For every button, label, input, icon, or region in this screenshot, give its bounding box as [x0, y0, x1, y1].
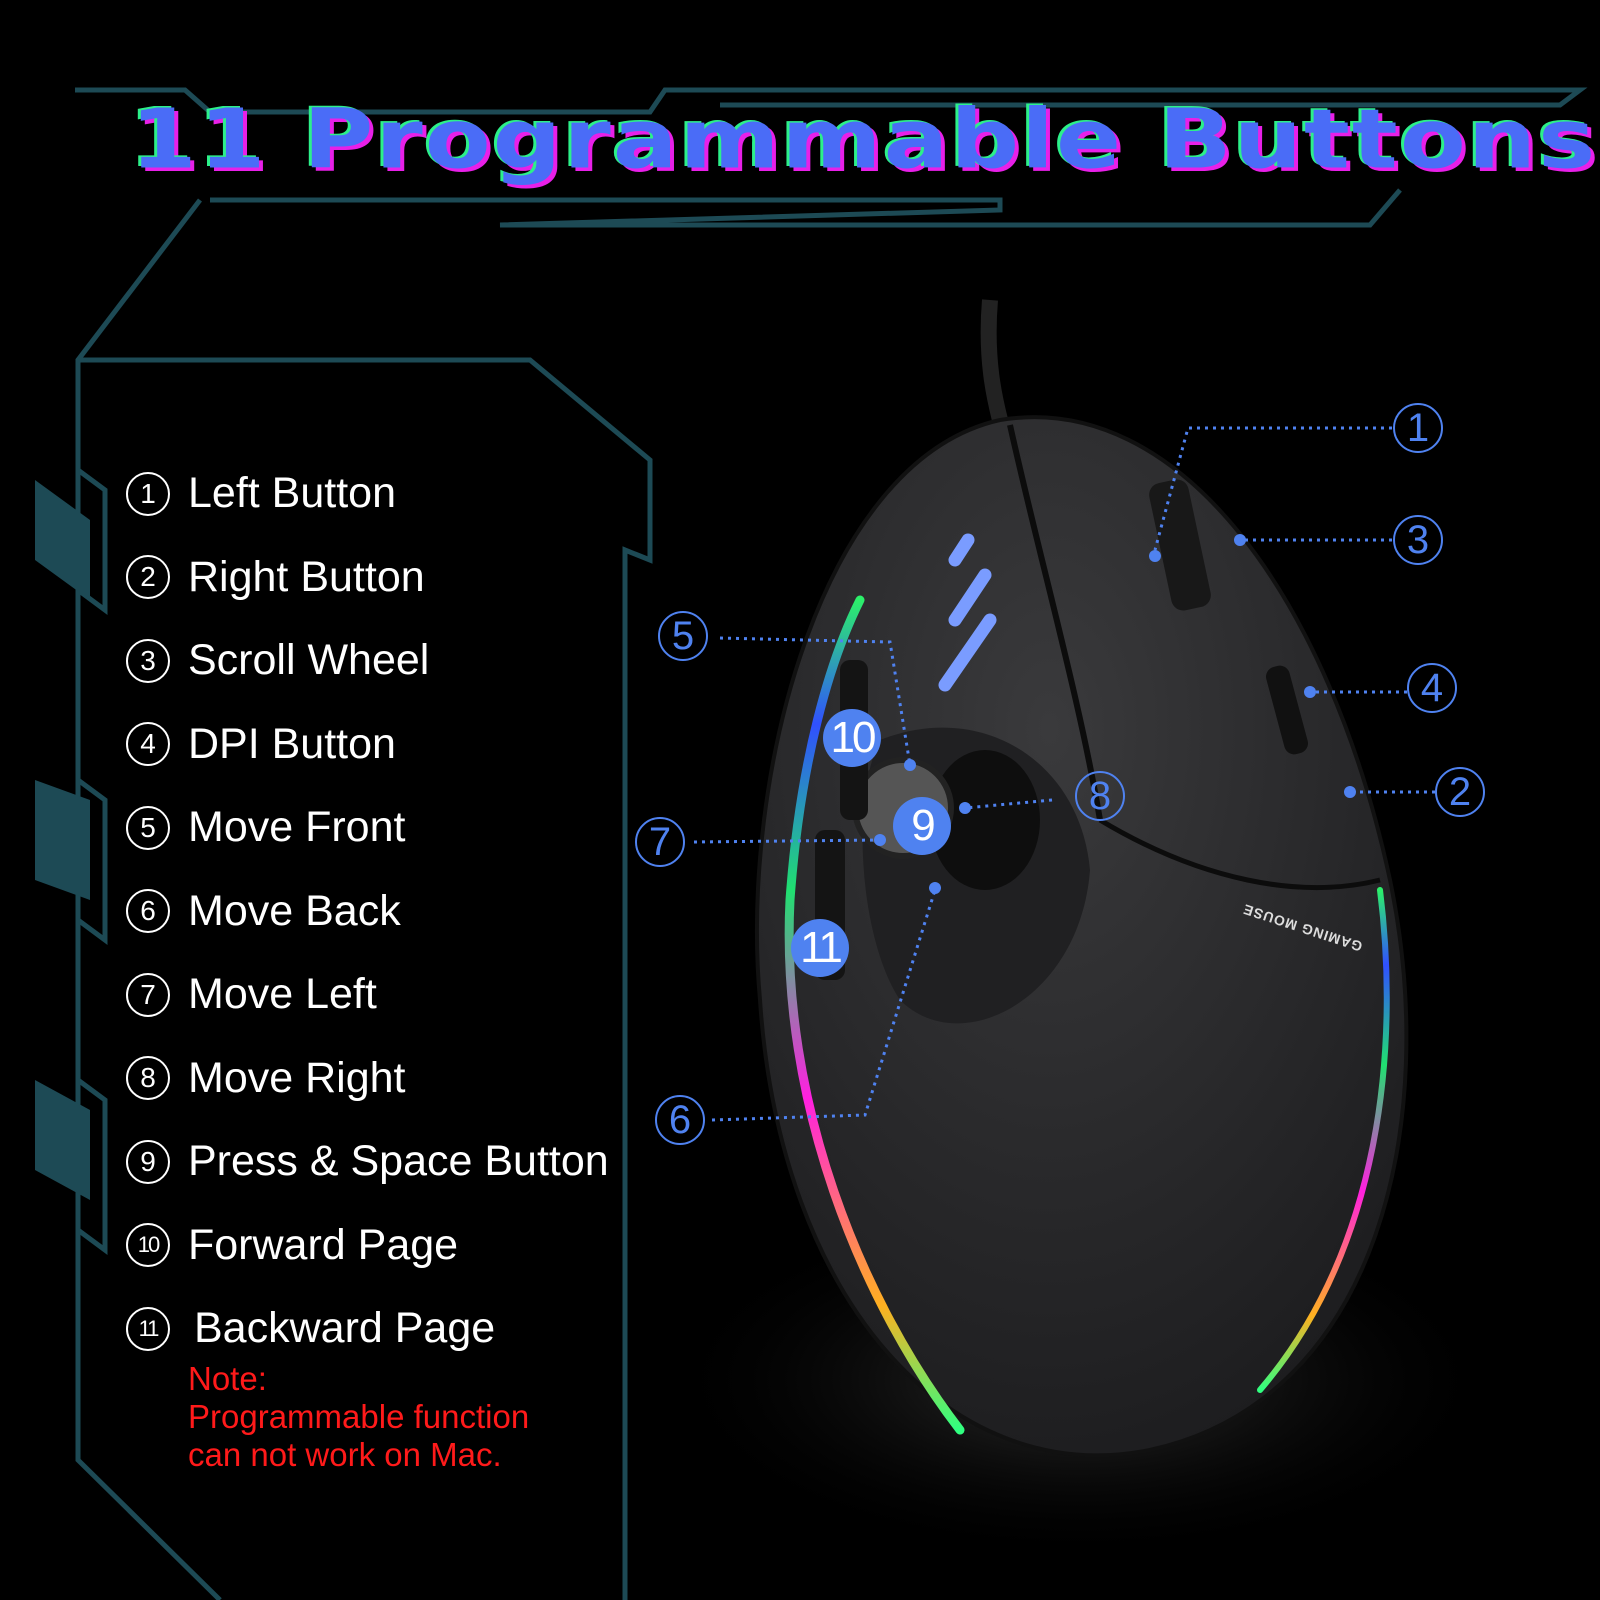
- rgb-light-strip-left: [784, 595, 965, 1435]
- page-title: 11 Programmable Buttons: [130, 92, 1598, 188]
- callout-5: 5: [658, 611, 708, 661]
- number-badge: 6: [126, 889, 170, 934]
- list-item-label: Forward Page: [188, 1220, 459, 1269]
- note-line: can not work on Mac.: [188, 1436, 502, 1473]
- note-heading: Note:: [188, 1360, 267, 1397]
- list-item: 2 Right Button: [126, 536, 609, 620]
- list-item-label: Right Button: [188, 552, 425, 601]
- note: Note: Programmable function can not work…: [188, 1360, 529, 1474]
- number-badge: 1: [126, 471, 170, 516]
- callout-3: 3: [1393, 515, 1443, 565]
- button-list: 1 Left Button 2 Right Button 3 Scroll Wheel…: [126, 452, 609, 1371]
- list-item-label: Left Button: [188, 469, 396, 518]
- number-badge: 9: [126, 1139, 170, 1184]
- list-item: 5 Move Front: [126, 786, 609, 870]
- callout-2: 2: [1435, 767, 1485, 817]
- callout-9: 9: [893, 797, 951, 855]
- list-item-label: DPI Button: [188, 719, 396, 768]
- number-badge: 10: [126, 1223, 170, 1268]
- list-item-label: Move Right: [188, 1053, 406, 1102]
- list-item-label: Move Left: [188, 970, 377, 1019]
- callout-4: 4: [1407, 663, 1457, 713]
- callout-7: 7: [635, 817, 685, 867]
- list-item: 9 Press & Space Button: [126, 1120, 609, 1204]
- callout-6: 6: [655, 1095, 705, 1145]
- callout-8: 8: [1075, 771, 1125, 821]
- number-badge: 8: [126, 1056, 170, 1101]
- number-badge: 11: [126, 1306, 170, 1351]
- list-item: 11 Backward Page: [126, 1287, 609, 1371]
- number-badge: 4: [126, 722, 170, 767]
- rgb-light-strip-right: [1257, 887, 1390, 1393]
- list-item: 8 Move Right: [126, 1037, 609, 1121]
- mouse-body: [755, 415, 1409, 1458]
- list-item: 10 Forward Page: [126, 1204, 609, 1288]
- list-item-label: Scroll Wheel: [188, 636, 430, 685]
- list-item: 4 DPI Button: [126, 703, 609, 787]
- number-badge: 5: [126, 805, 170, 850]
- list-item: 1 Left Button: [126, 452, 609, 536]
- list-item-label: Move Front: [188, 803, 406, 852]
- number-badge: 2: [126, 555, 170, 600]
- number-badge: 7: [126, 972, 170, 1017]
- list-item-label: Press & Space Button: [188, 1137, 609, 1186]
- callout-1: 1: [1393, 403, 1443, 453]
- callout-10: 10: [823, 709, 881, 767]
- callout-11: 11: [791, 919, 849, 977]
- list-item-label: Backward Page: [194, 1304, 496, 1353]
- list-item: 6 Move Back: [126, 870, 609, 954]
- note-line: Programmable function: [188, 1398, 530, 1435]
- list-item: 3 Scroll Wheel: [126, 619, 609, 703]
- list-item: 7 Move Left: [126, 953, 609, 1037]
- number-badge: 3: [126, 638, 170, 683]
- list-item-label: Move Back: [188, 886, 401, 935]
